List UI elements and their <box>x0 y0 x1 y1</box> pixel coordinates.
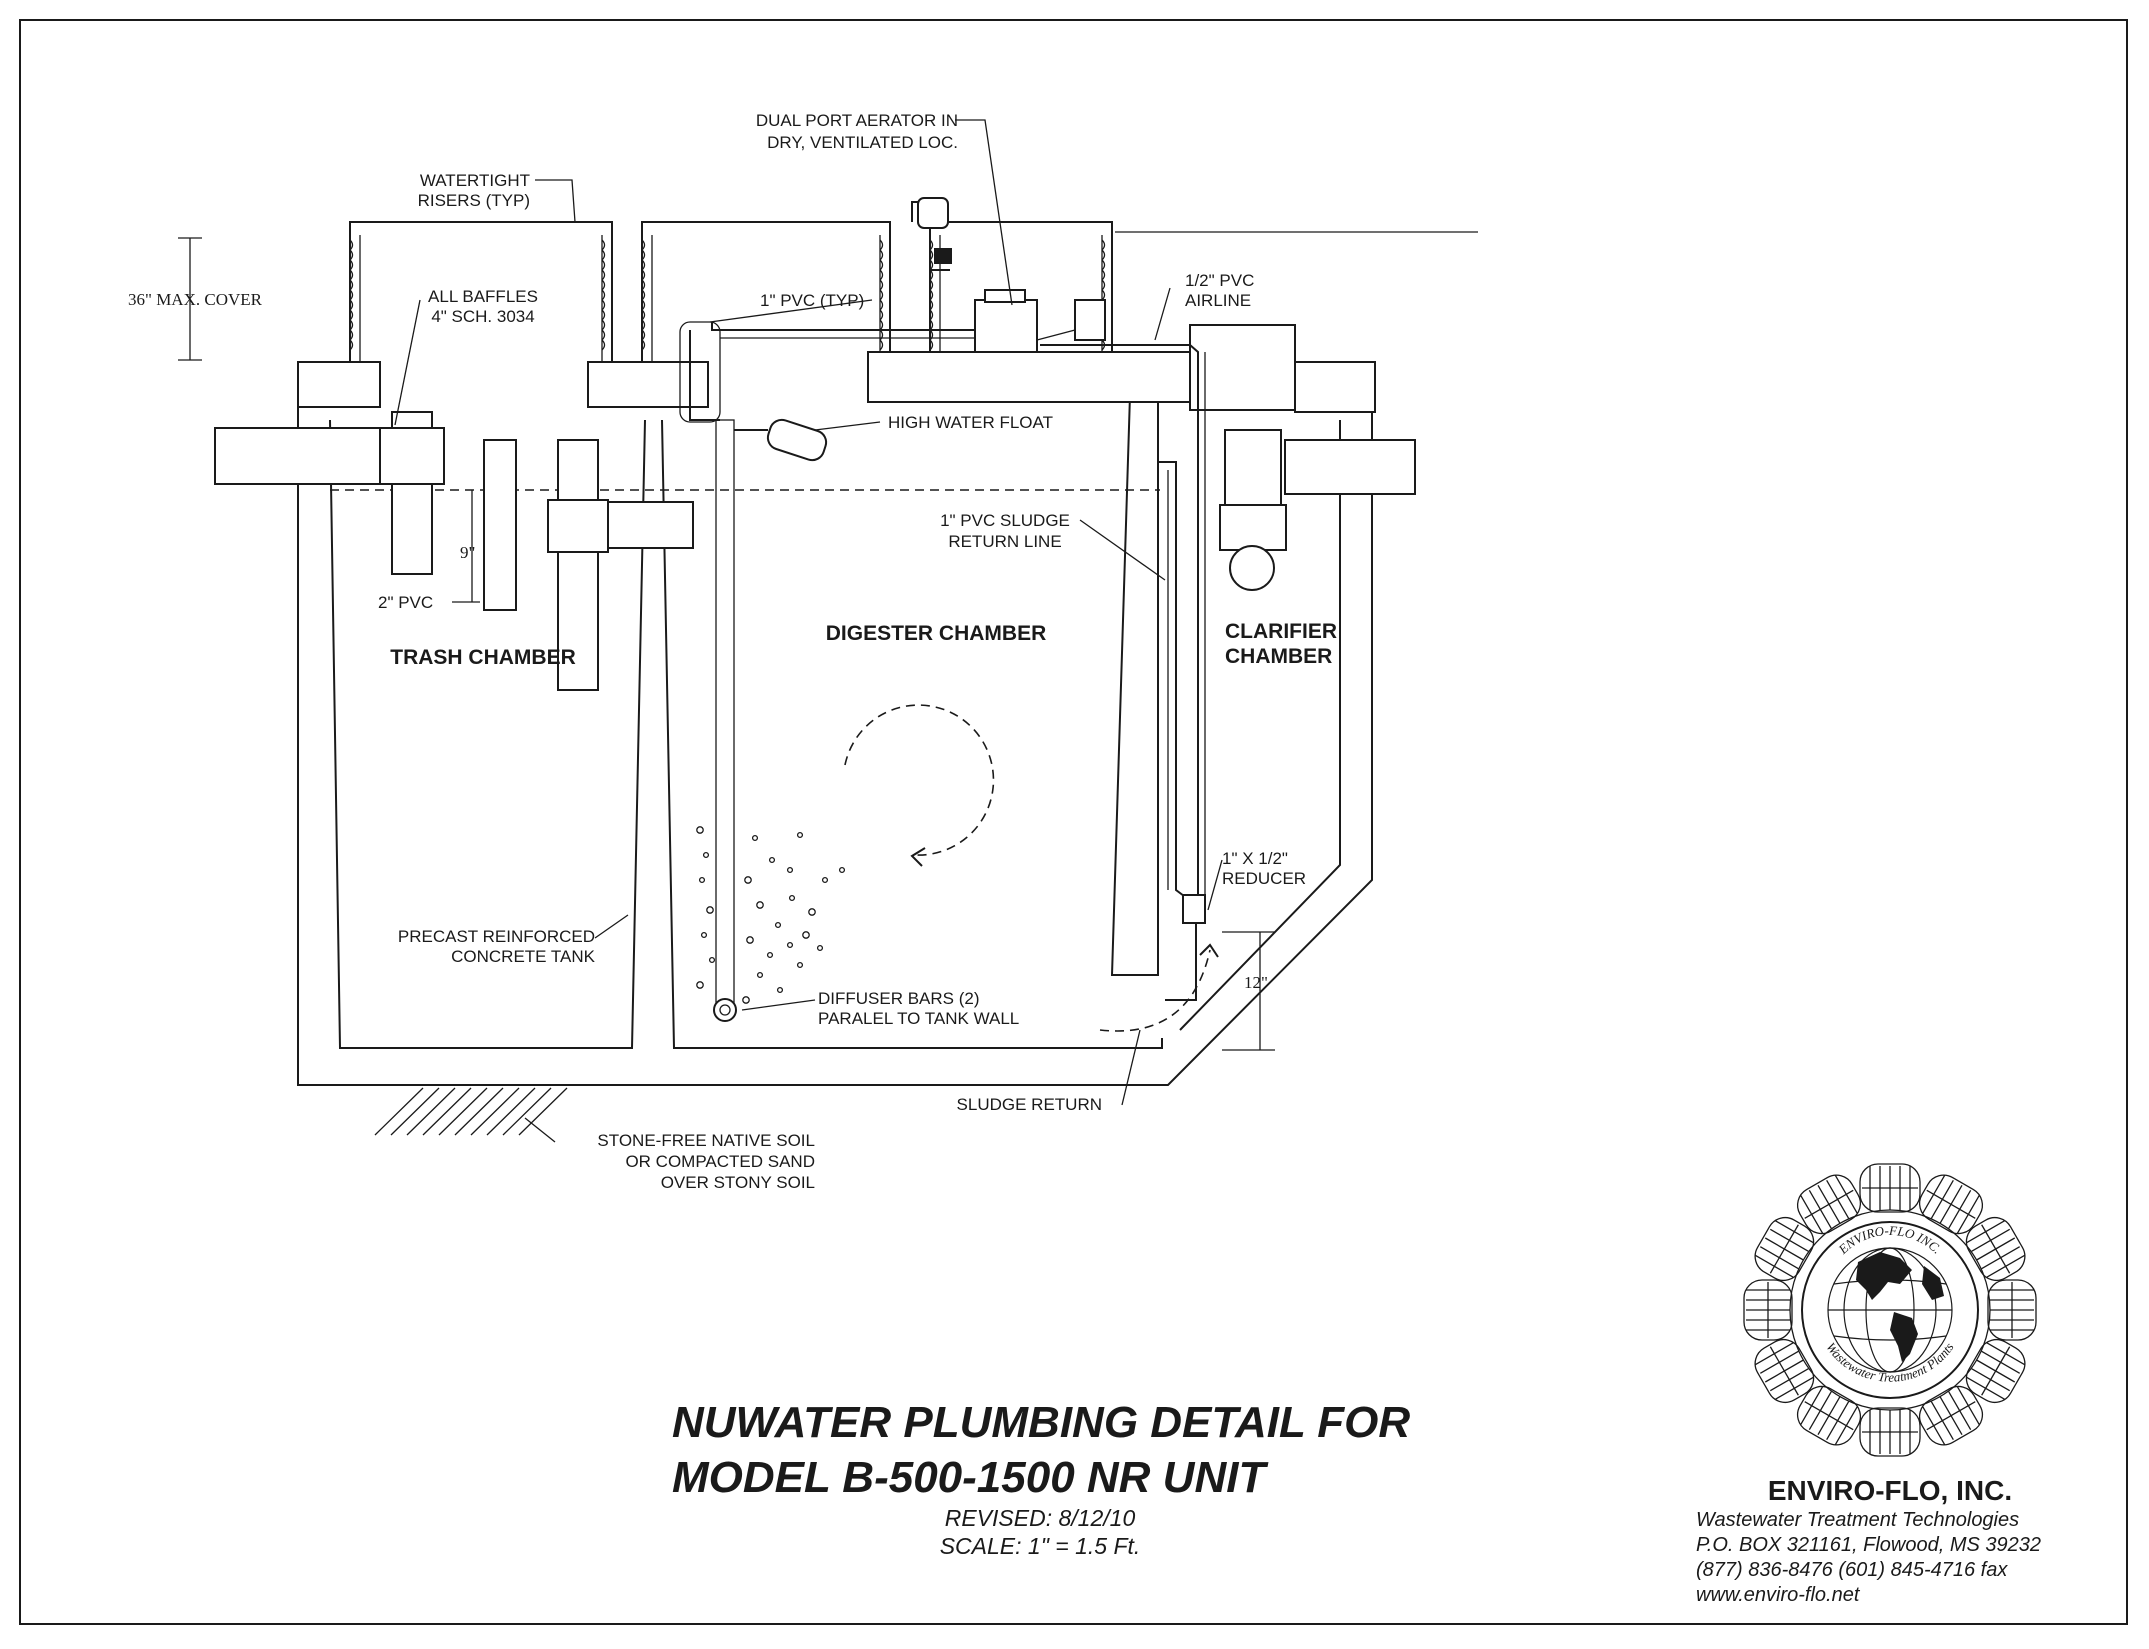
company-name: ENVIRO-FLO, INC. <box>1768 1475 2012 1506</box>
leader-lines <box>394 119 1223 1143</box>
sludge-flow-arrowhead <box>1199 943 1219 958</box>
diffuser-label-1: DIFFUSER BARS (2) <box>818 989 980 1008</box>
electrical-box <box>1074 299 1106 341</box>
company-phone: (877) 836-8476 (601) 845-4716 fax <box>1696 1559 2008 1581</box>
high-water-float <box>766 418 828 462</box>
aerator-cord <box>1036 329 1076 341</box>
riser-digester-inner <box>651 235 881 362</box>
title-line-1: NUWATER PLUMBING DETAIL FOR <box>672 1398 1410 1447</box>
clarifier-baffle-wall <box>1110 394 1159 976</box>
soil-label-2: OR COMPACTED SAND <box>625 1152 815 1171</box>
company-website: www.enviro-flo.net <box>1696 1584 1861 1606</box>
air-manifold-pipe <box>689 322 978 421</box>
aeration-bubbles <box>696 826 846 1004</box>
piping <box>214 197 1416 1022</box>
vent-elbow <box>917 197 949 229</box>
diffuser-label-2: PARALEL TO TANK WALL <box>818 1009 1019 1028</box>
inlet-pipe <box>214 427 406 485</box>
riser-ribs <box>349 239 1106 351</box>
title-line-2: MODEL B-500-1500 NR UNIT <box>672 1453 1268 1502</box>
pvc-typ-label: 1" PVC (TYP) <box>760 291 864 310</box>
two-pvc-label: 2" PVC <box>378 593 433 612</box>
aerator-unit <box>974 299 1038 353</box>
soil-hatch <box>374 1087 568 1136</box>
airline-label-2: AIRLINE <box>1185 291 1251 310</box>
aerator-cap <box>984 289 1026 303</box>
scale-note: SCALE: 1" = 1.5 Ft. <box>940 1533 1141 1559</box>
aerator-label-2: DRY, VENTILATED LOC. <box>767 133 958 152</box>
reducer-label-1: 1" X 1/2" <box>1222 849 1288 868</box>
trash-chamber-label: TRASH CHAMBER <box>390 646 576 669</box>
seal-inner-ring <box>1801 1221 1979 1399</box>
sludge-line-label-2: RETURN LINE <box>948 532 1061 551</box>
outlet-baffle-end <box>1229 545 1275 591</box>
trash-lid-slab <box>297 361 381 408</box>
clarifier-riser-block <box>1189 324 1296 411</box>
seal-gear-ring <box>1743 1163 2037 1457</box>
float-label: HIGH WATER FLOAT <box>888 413 1053 432</box>
company-address: P.O. BOX 321161, Flowood, MS 39232 <box>1696 1534 2041 1556</box>
outlet-baffle <box>1219 504 1287 551</box>
diffuser-bar <box>713 998 737 1022</box>
riser-aerator <box>929 221 1113 352</box>
soil-label-1: STONE-FREE NATIVE SOIL <box>597 1131 815 1150</box>
sludge-line-label-1: 1" PVC SLUDGE <box>940 511 1070 530</box>
sheet-border <box>19 19 2128 1625</box>
sludge-flow-arrow <box>1099 949 1211 1032</box>
risers-label-2: RISERS (TYP) <box>418 191 530 210</box>
digester-chamber-wall <box>661 419 1163 1049</box>
vent-coupling <box>934 248 952 264</box>
seal-top-text: ENVIRO-FLO INC. <box>1835 1223 1945 1257</box>
manifold-elbow <box>679 321 721 423</box>
two-inch-pvc-pipe <box>483 439 517 611</box>
transfer-baffle <box>557 439 599 691</box>
reducer-fitting <box>1182 894 1206 924</box>
tank-outer-wall <box>297 361 1373 1086</box>
twelve-inch-label: 12" <box>1244 973 1268 992</box>
outlet-pipe <box>1284 439 1416 495</box>
riser-digester <box>641 221 891 362</box>
riser-trash <box>349 221 613 362</box>
transfer-pipe <box>607 501 694 549</box>
tank-label-1: PRECAST REINFORCED <box>398 927 595 946</box>
airline-label-1: 1/2" PVC <box>1185 271 1254 290</box>
circulation-arrowhead <box>910 847 926 867</box>
company-seal: ENVIRO-FLO INC. Wastewater Treatment Pla… <box>1743 1163 2037 1457</box>
inlet-tee-body <box>379 427 445 485</box>
baffles-label-2: 4" SCH. 3034 <box>431 307 534 326</box>
concrete-tank <box>297 324 1376 1086</box>
center-lid-slab <box>587 361 709 408</box>
transfer-tee <box>547 499 609 553</box>
clarifier-chamber-wall <box>1179 420 1341 1031</box>
cover-label: 36" MAX. COVER <box>128 290 263 309</box>
digester-lid-slab <box>867 351 1197 403</box>
dimension-lines <box>178 237 1275 1051</box>
circulation-arrow <box>844 704 995 856</box>
half-inch-airline <box>1040 344 1199 900</box>
globe-icon <box>1827 1247 1953 1373</box>
nine-inch-label: 9" <box>460 543 475 562</box>
clarifier-chamber-label-1: CLARIFIER <box>1225 620 1337 643</box>
digester-chamber-label: DIGESTER CHAMBER <box>826 622 1047 645</box>
reducer-label-2: REDUCER <box>1222 869 1306 888</box>
company-tagline: Wastewater Treatment Technologies <box>1696 1509 2019 1531</box>
diffuser-bar-inner <box>719 1004 731 1016</box>
diffuser-drop-pipe <box>715 419 735 1011</box>
baffles-label-1: ALL BAFFLES <box>428 287 538 306</box>
seal-bottom-text: Wastewater Treatment Plants <box>1823 1340 1956 1385</box>
sludge-return-label: SLUDGE RETURN <box>957 1095 1102 1114</box>
revised-date: REVISED: 8/12/10 <box>945 1505 1136 1531</box>
risers-label-1: WATERTIGHT <box>420 171 530 190</box>
soil-label-3: OVER STONY SOIL <box>661 1173 815 1192</box>
outlet-tee <box>1224 429 1282 511</box>
tank-label-2: CONCRETE TANK <box>451 947 596 966</box>
clarifier-lid-slab <box>1294 361 1376 413</box>
aerator-label-1: DUAL PORT AERATOR IN <box>756 111 958 130</box>
trash-chamber-wall <box>329 419 646 1049</box>
clarifier-chamber-label-2: CHAMBER <box>1225 645 1332 668</box>
